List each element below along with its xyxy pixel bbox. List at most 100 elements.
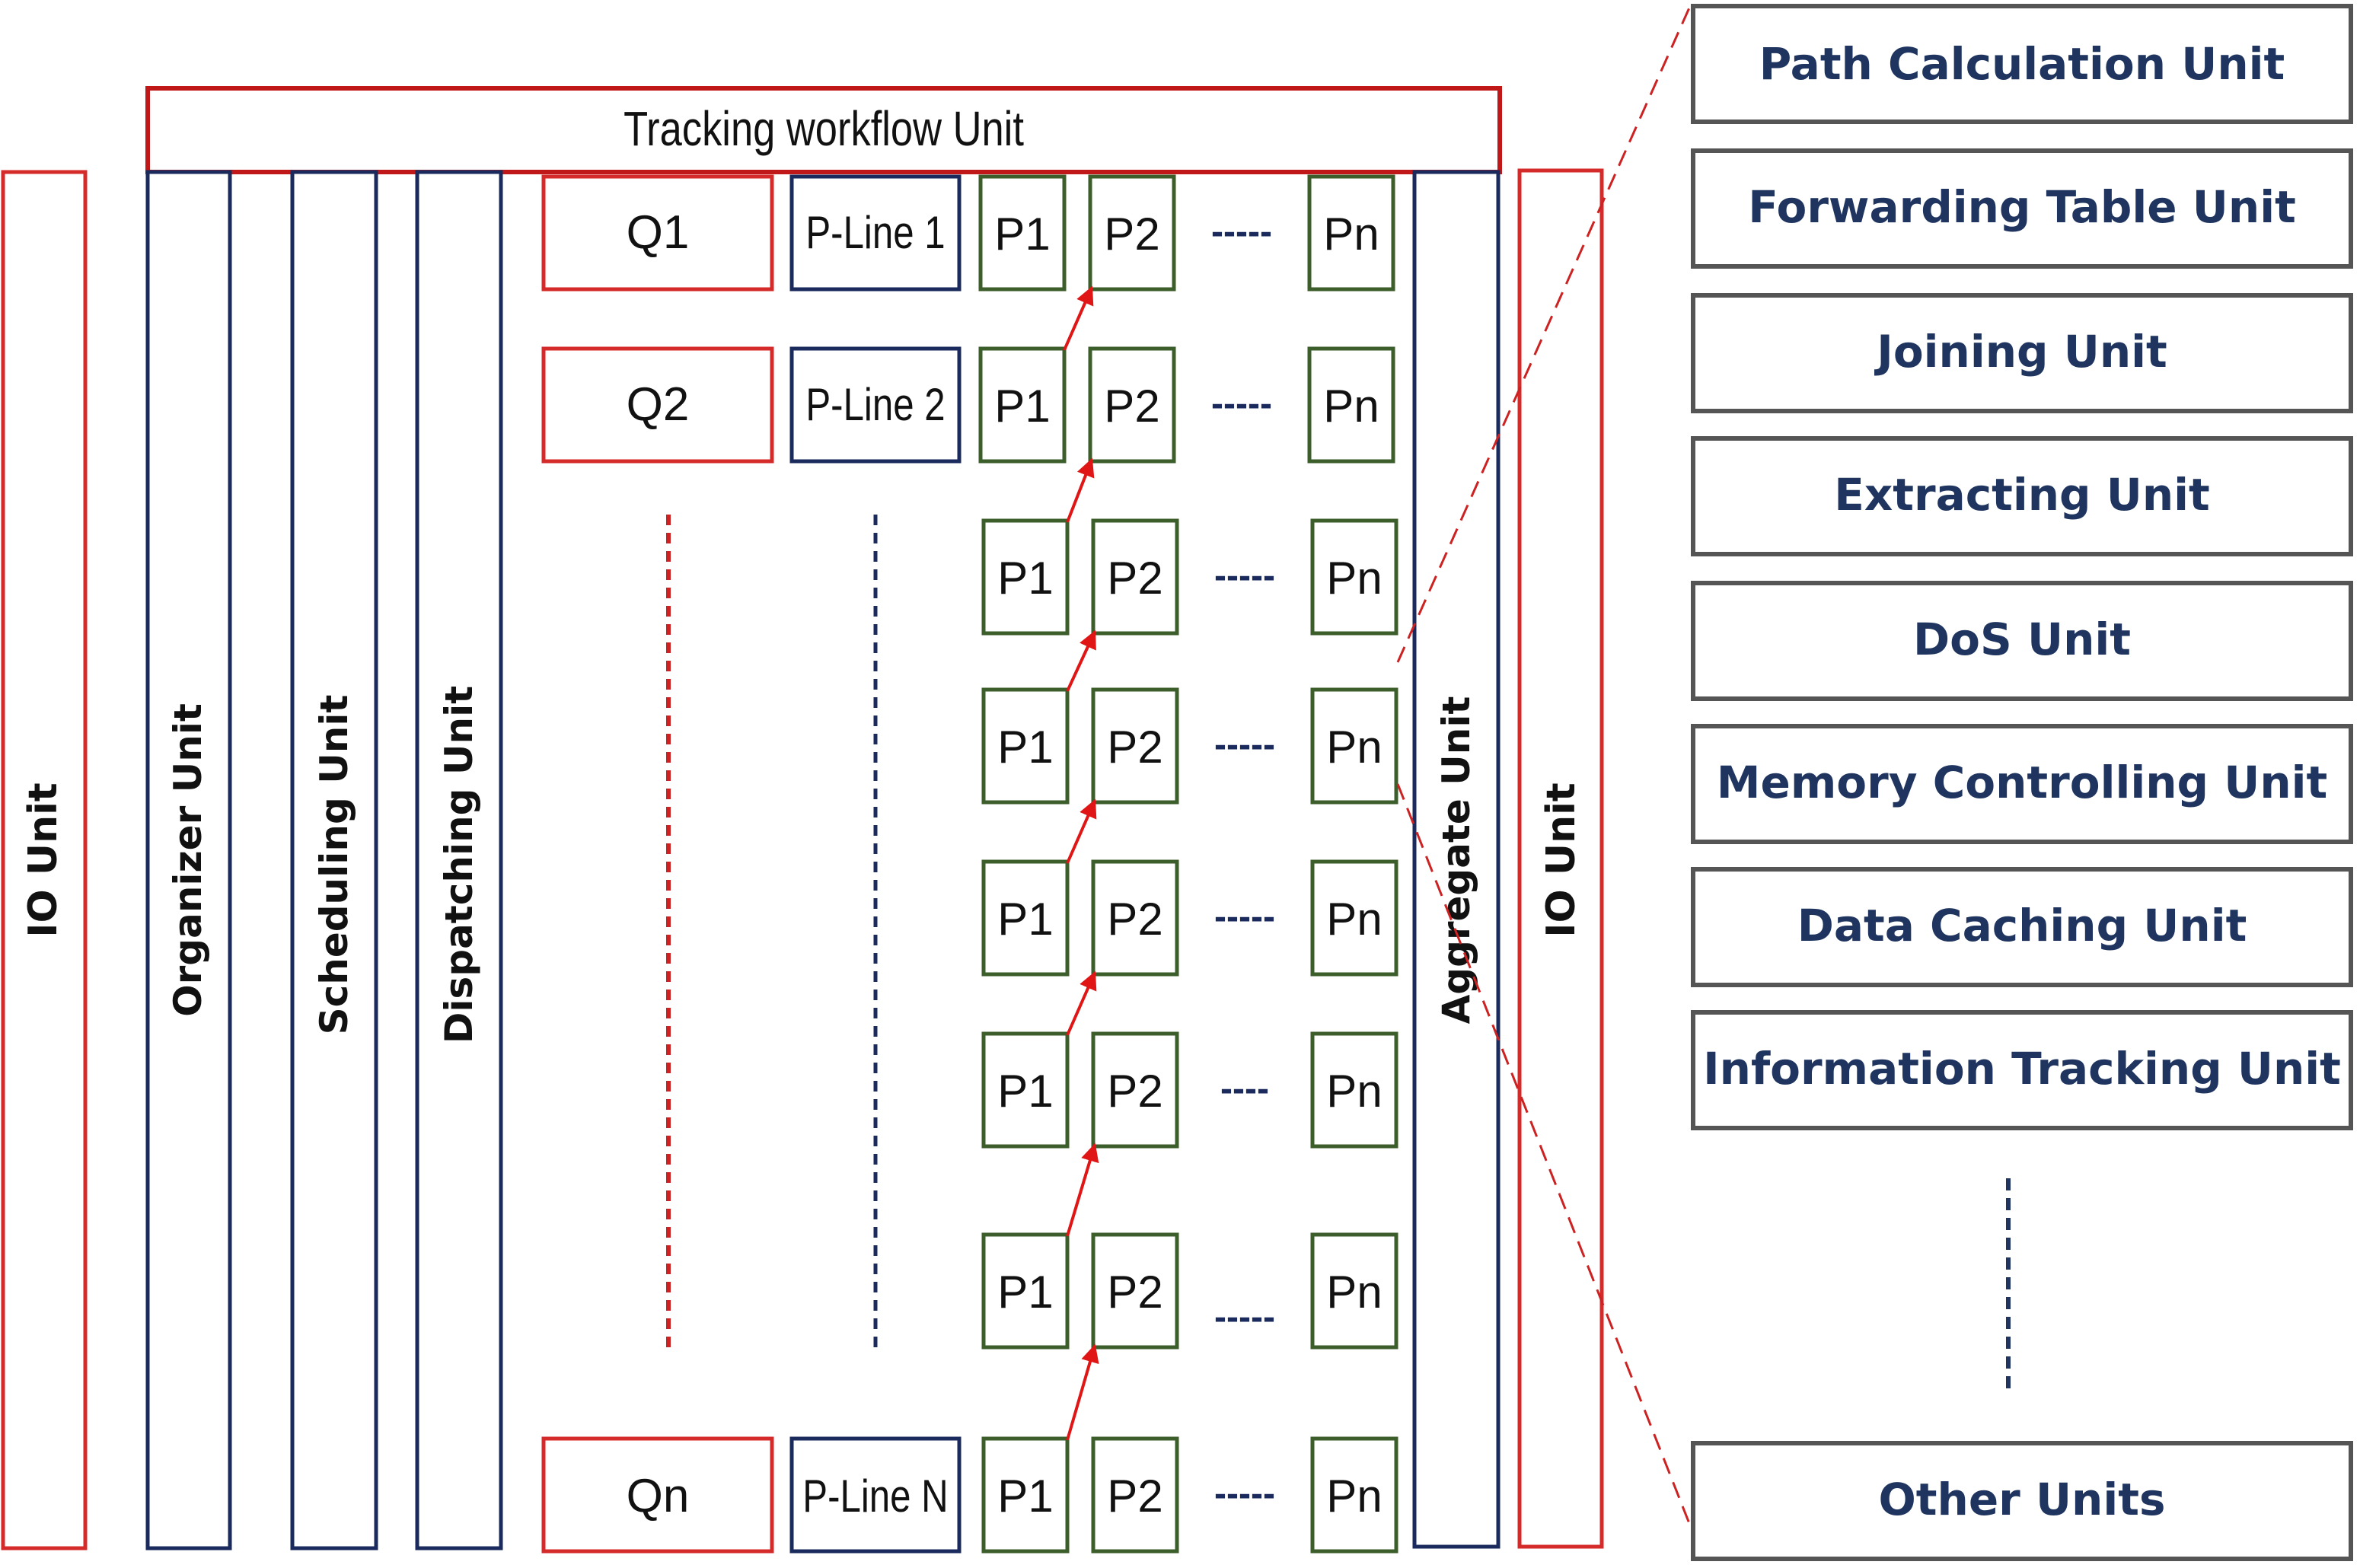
io-unit-left: IO Unit bbox=[1, 170, 88, 1550]
sub-unit-information-tracking: Information Tracking Unit bbox=[1691, 1010, 2353, 1130]
queue-qn-label: Qn bbox=[627, 1470, 690, 1522]
stage-pn-label: Pn bbox=[1326, 1267, 1382, 1318]
stage-p2-box bbox=[1091, 859, 1179, 977]
stage-ellipsis: ----- bbox=[1214, 1297, 1275, 1337]
pline-1: P-Line 1 bbox=[789, 174, 962, 292]
stage-transfer-arrow bbox=[1066, 1343, 1099, 1441]
stage-ellipsis: ----- bbox=[1214, 556, 1275, 596]
scheduling-unit: Scheduling Unit bbox=[290, 170, 378, 1550]
stage-ellipsis: ----- bbox=[1214, 725, 1275, 765]
stage-p2-box bbox=[1091, 518, 1179, 636]
aggregate-unit-label: Aggregate Unit bbox=[1434, 696, 1478, 1025]
stage-pn-box bbox=[1310, 1436, 1398, 1554]
pline-n-label: P-Line N bbox=[802, 1470, 948, 1522]
stage-p2-label: P2 bbox=[1104, 381, 1159, 432]
stage-pn-box bbox=[1307, 346, 1395, 464]
sub-unit-label: Other Units bbox=[1879, 1474, 2166, 1525]
stage-ellipsis: ---- bbox=[1220, 1069, 1269, 1109]
sub-unit-data-caching: Data Caching Unit bbox=[1691, 867, 2353, 987]
stage-pn-box bbox=[1310, 859, 1398, 977]
stage-p1-label: P1 bbox=[994, 381, 1050, 432]
stage-p2-label: P2 bbox=[1107, 894, 1162, 945]
queue-q2-label: Q2 bbox=[627, 378, 690, 431]
pline-1-label: P-Line 1 bbox=[805, 206, 945, 258]
sub-unit-label: DoS Unit bbox=[1913, 613, 2131, 665]
stage-pn-box bbox=[1307, 174, 1395, 292]
stage-transfer-arrow bbox=[1066, 457, 1095, 523]
scheduling-unit-label: Scheduling Unit bbox=[312, 695, 356, 1035]
io-unit-left-label: IO Unit bbox=[21, 782, 66, 938]
stage-p2-box bbox=[1091, 1031, 1179, 1149]
stage-p2-box bbox=[1091, 1232, 1179, 1350]
sub-unit-label: Information Tracking Unit bbox=[1703, 1043, 2341, 1095]
dispatching-unit: Dispatching Unit bbox=[415, 170, 503, 1550]
stage-p2-box bbox=[1091, 1436, 1179, 1554]
stage-pn-box bbox=[1310, 687, 1398, 805]
stage-pn-box bbox=[1310, 1031, 1398, 1149]
stage-p1-box bbox=[981, 859, 1070, 977]
organizer-unit: Organizer Unit bbox=[145, 170, 232, 1550]
stage-p1-box bbox=[978, 174, 1067, 292]
stage-pn-box bbox=[1310, 518, 1398, 636]
stage-pn-label: Pn bbox=[1326, 1471, 1382, 1522]
pline-2: P-Line 2 bbox=[789, 346, 962, 464]
sub-unit-joining: Joining Unit bbox=[1691, 293, 2353, 413]
queue-qn: Qn bbox=[541, 1436, 774, 1554]
stage-p1-box bbox=[981, 1436, 1070, 1554]
sub-unit-label: Extracting Unit bbox=[1834, 469, 2209, 521]
stage-pn-label: Pn bbox=[1326, 1066, 1382, 1117]
stage-ellipsis: ----- bbox=[1211, 212, 1272, 252]
sub-unit-label: Joining Unit bbox=[1874, 326, 2167, 378]
stage-transfer-arrow bbox=[1066, 798, 1097, 864]
stage-pn-label: Pn bbox=[1326, 553, 1382, 604]
stage-p1-label: P1 bbox=[994, 209, 1050, 260]
queue-q1-label: Q1 bbox=[627, 206, 690, 259]
queue-q2: Q2 bbox=[541, 346, 774, 464]
stage-p1-label: P1 bbox=[997, 1267, 1053, 1318]
stage-p1-box bbox=[981, 687, 1070, 805]
queue-q1: Q1 bbox=[541, 174, 774, 292]
organizer-unit-label: Organizer Unit bbox=[166, 703, 210, 1017]
io-unit-right: IO Unit bbox=[1517, 168, 1604, 1549]
zoom-line-bottom bbox=[1396, 783, 1692, 1526]
stage-pn-label: Pn bbox=[1326, 894, 1382, 945]
stage-p1-box bbox=[981, 1031, 1070, 1149]
dispatching-unit-label: Dispatching Unit bbox=[437, 686, 481, 1044]
tracking-workflow-unit: Tracking workflow Unit bbox=[145, 86, 1502, 174]
stage-p2-box bbox=[1088, 346, 1176, 464]
aggregate-unit: Aggregate Unit bbox=[1412, 170, 1501, 1549]
stage-p1-box bbox=[978, 346, 1067, 464]
stage-transfer-arrow bbox=[1066, 1143, 1099, 1237]
zoom-line-top bbox=[1396, 5, 1692, 663]
sub-unit-label: Forwarding Table Unit bbox=[1748, 181, 2296, 233]
sub-unit-label: Memory Controlling Unit bbox=[1717, 757, 2327, 808]
stage-p1-label: P1 bbox=[997, 722, 1053, 773]
stage-ellipsis: ----- bbox=[1214, 897, 1275, 937]
sub-unit-dos: DoS Unit bbox=[1691, 581, 2353, 701]
stage-pn-label: Pn bbox=[1323, 209, 1379, 260]
stage-pn-box bbox=[1310, 1232, 1398, 1350]
stage-pn-label: Pn bbox=[1323, 381, 1379, 432]
stage-transfer-arrow bbox=[1063, 285, 1094, 351]
sub-unit-list: Path Calculation Unit Forwarding Table U… bbox=[1691, 4, 2353, 1561]
sub-unit-memory-controlling: Memory Controlling Unit bbox=[1691, 724, 2353, 844]
sub-unit-label: Data Caching Unit bbox=[1797, 900, 2247, 951]
stage-p1-box bbox=[981, 1232, 1070, 1350]
io-unit-right-label: IO Unit bbox=[1539, 782, 1584, 938]
stage-p2-label: P2 bbox=[1107, 553, 1162, 604]
pline-n: P-Line N bbox=[789, 1436, 962, 1554]
stage-p1-label: P1 bbox=[997, 894, 1053, 945]
sub-unit-other: Other Units bbox=[1691, 1441, 2353, 1561]
stage-p1-box bbox=[981, 518, 1070, 636]
stage-p2-label: P2 bbox=[1107, 1267, 1162, 1318]
stage-transfer-arrow bbox=[1066, 970, 1097, 1036]
sub-unit-extracting: Extracting Unit bbox=[1691, 436, 2353, 556]
stage-p2-label: P2 bbox=[1107, 722, 1162, 773]
sub-unit-label: Path Calculation Unit bbox=[1759, 38, 2285, 90]
stage-ellipsis: ----- bbox=[1214, 1474, 1275, 1514]
stage-ellipsis: ----- bbox=[1211, 384, 1272, 424]
stage-p2-box bbox=[1091, 687, 1179, 805]
sub-unit-path-calculation: Path Calculation Unit bbox=[1691, 4, 2353, 124]
